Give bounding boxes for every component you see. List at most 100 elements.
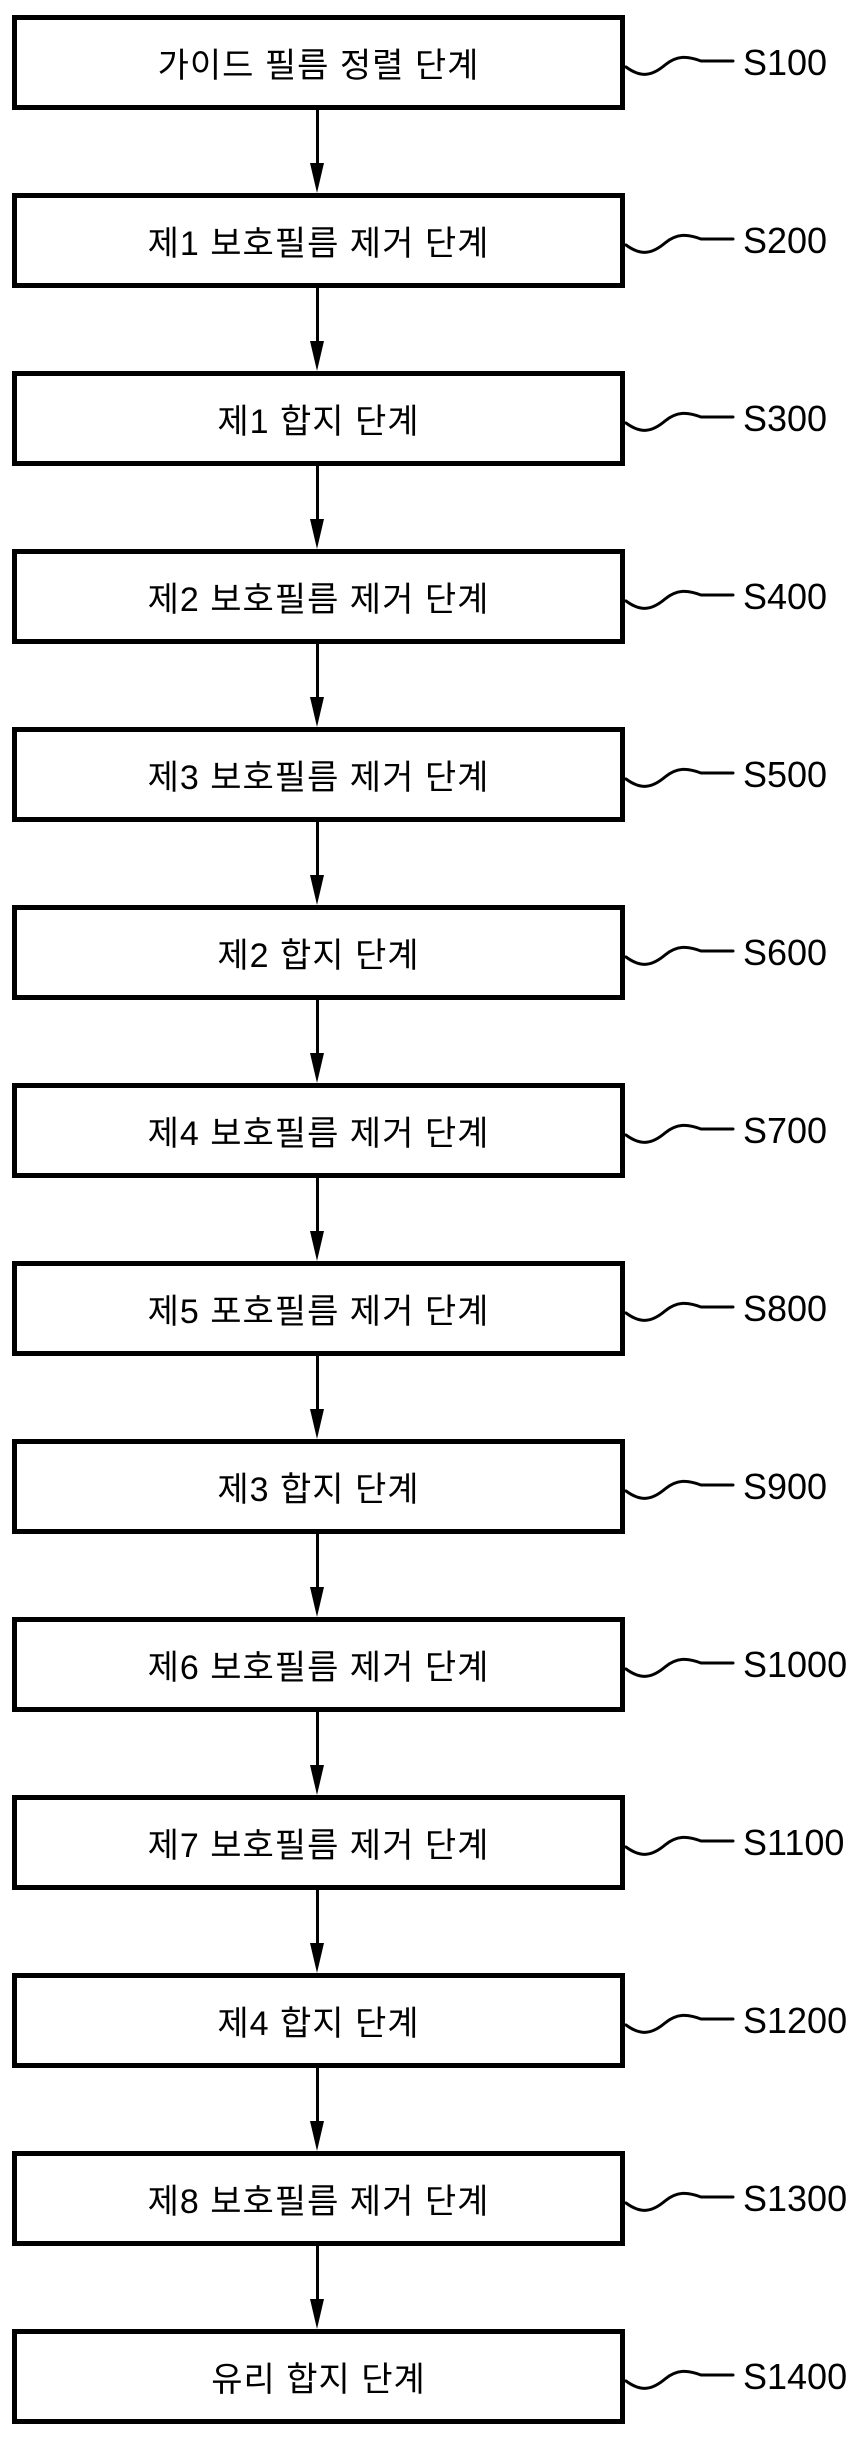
step-label: 제3 보호필름 제거 단계 — [147, 759, 490, 797]
step-label: 제5 포호필름 제거 단계 — [147, 1293, 490, 1331]
step-ref: S1300 — [625, 2151, 847, 2246]
flow-step-row: 제2 보호필름 제거 단계 S400 — [0, 549, 852, 644]
arrow-line — [316, 1356, 319, 1410]
step-box-s600: 제2 합지 단계 — [12, 905, 625, 1000]
step-ref-label: S500 — [743, 753, 828, 795]
arrow-head — [310, 1765, 324, 1795]
leader-squiggle-icon — [625, 411, 735, 432]
step-box-s1000: 제6 보호필름 제거 단계 — [12, 1617, 625, 1712]
arrow-line — [316, 1712, 319, 1766]
leader-squiggle-icon — [625, 767, 735, 788]
step-box-s200: 제1 보호필름 제거 단계 — [12, 193, 625, 288]
arrow-down-icon — [0, 1890, 852, 1973]
step-ref-label: S1400 — [743, 2355, 848, 2397]
arrow-head — [310, 1231, 324, 1261]
step-ref: S100 — [625, 15, 827, 110]
arrow-down-icon — [0, 822, 852, 905]
arrow-head — [310, 341, 324, 371]
leader-squiggle-icon — [625, 2013, 735, 2034]
step-ref: S500 — [625, 727, 827, 822]
leader-squiggle-icon — [625, 945, 735, 966]
step-label: 제2 보호필름 제거 단계 — [147, 581, 490, 619]
arrow-down-icon — [0, 466, 852, 549]
step-ref: S1000 — [625, 1617, 847, 1712]
flow-step-row: 제7 보호필름 제거 단계 S1100 — [0, 1795, 852, 1890]
arrow-line — [316, 110, 319, 164]
step-box-s900: 제3 합지 단계 — [12, 1439, 625, 1534]
step-ref-label: S1300 — [743, 2177, 848, 2219]
step-ref: S1200 — [625, 1973, 847, 2068]
step-ref: S900 — [625, 1439, 827, 1534]
step-ref-label: S300 — [743, 397, 828, 439]
step-box-s300: 제1 합지 단계 — [12, 371, 625, 466]
step-ref: S800 — [625, 1261, 827, 1356]
step-box-s1300: 제8 보호필름 제거 단계 — [12, 2151, 625, 2246]
leader-squiggle-icon — [625, 2191, 735, 2212]
flow-step-row: 가이드 필름 정렬 단계 S100 — [0, 15, 852, 110]
step-ref: S400 — [625, 549, 827, 644]
step-box-s100: 가이드 필름 정렬 단계 — [12, 15, 625, 110]
leader-squiggle-icon — [625, 1835, 735, 1856]
arrow-down-icon — [0, 644, 852, 727]
step-label: 제8 보호필름 제거 단계 — [147, 2183, 490, 2221]
arrow-down-icon — [0, 2068, 852, 2151]
step-ref-label: S100 — [743, 41, 828, 83]
arrow-down-icon — [0, 288, 852, 371]
flow-step-row: 유리 합지 단계 S1400 — [0, 2329, 852, 2424]
arrow-down-icon — [0, 2246, 852, 2329]
arrow-line — [316, 1890, 319, 1944]
step-label: 제4 합지 단계 — [217, 2005, 420, 2043]
step-label: 제3 합지 단계 — [217, 1471, 420, 1509]
step-box-s800: 제5 포호필름 제거 단계 — [12, 1261, 625, 1356]
arrow-head — [310, 163, 324, 193]
leader-squiggle-icon — [625, 1479, 735, 1500]
step-ref: S700 — [625, 1083, 827, 1178]
flow-step-row: 제3 합지 단계 S900 — [0, 1439, 852, 1534]
step-box-s1100: 제7 보호필름 제거 단계 — [12, 1795, 625, 1890]
leader-squiggle-icon — [625, 1301, 735, 1322]
leader-squiggle-icon — [625, 55, 735, 76]
flow-step-row: 제3 보호필름 제거 단계 S500 — [0, 727, 852, 822]
arrow-line — [316, 2068, 319, 2122]
step-ref: S1100 — [625, 1795, 844, 1890]
arrow-head — [310, 1587, 324, 1617]
flow-step-row: 제6 보호필름 제거 단계 S1000 — [0, 1617, 852, 1712]
step-ref-label: S1100 — [743, 1821, 845, 1863]
step-label: 제2 합지 단계 — [217, 937, 420, 975]
step-ref: S300 — [625, 371, 827, 466]
step-ref: S1400 — [625, 2329, 847, 2424]
step-label: 제1 보호필름 제거 단계 — [147, 225, 490, 263]
flow-step-row: 제4 합지 단계 S1200 — [0, 1973, 852, 2068]
flow-step-row: 제4 보호필름 제거 단계 S700 — [0, 1083, 852, 1178]
arrow-down-icon — [0, 110, 852, 193]
arrow-head — [310, 1943, 324, 1973]
arrow-head — [310, 519, 324, 549]
step-ref-label: S1000 — [743, 1643, 848, 1685]
step-box-s400: 제2 보호필름 제거 단계 — [12, 549, 625, 644]
step-box-s1200: 제4 합지 단계 — [12, 1973, 625, 2068]
step-box-s500: 제3 보호필름 제거 단계 — [12, 727, 625, 822]
arrow-line — [316, 1534, 319, 1588]
step-label: 가이드 필름 정렬 단계 — [157, 47, 480, 85]
leader-squiggle-icon — [625, 1657, 735, 1678]
flow-step-row: 제1 합지 단계 S300 — [0, 371, 852, 466]
flow-step-row: 제5 포호필름 제거 단계 S800 — [0, 1261, 852, 1356]
leader-squiggle-icon — [625, 1123, 735, 1144]
arrow-line — [316, 644, 319, 698]
arrow-head — [310, 2121, 324, 2151]
step-ref-label: S700 — [743, 1109, 828, 1151]
arrow-head — [310, 1053, 324, 1083]
arrow-down-icon — [0, 1712, 852, 1795]
flow-step-row: 제2 합지 단계 S600 — [0, 905, 852, 1000]
step-label: 제6 보호필름 제거 단계 — [147, 1649, 490, 1687]
leader-squiggle-icon — [625, 589, 735, 610]
arrow-down-icon — [0, 1356, 852, 1439]
step-ref: S200 — [625, 193, 827, 288]
arrow-line — [316, 822, 319, 876]
arrow-down-icon — [0, 1534, 852, 1617]
step-ref-label: S600 — [743, 931, 828, 973]
step-ref-label: S900 — [743, 1465, 828, 1507]
step-ref-label: S400 — [743, 575, 828, 617]
arrow-head — [310, 875, 324, 905]
